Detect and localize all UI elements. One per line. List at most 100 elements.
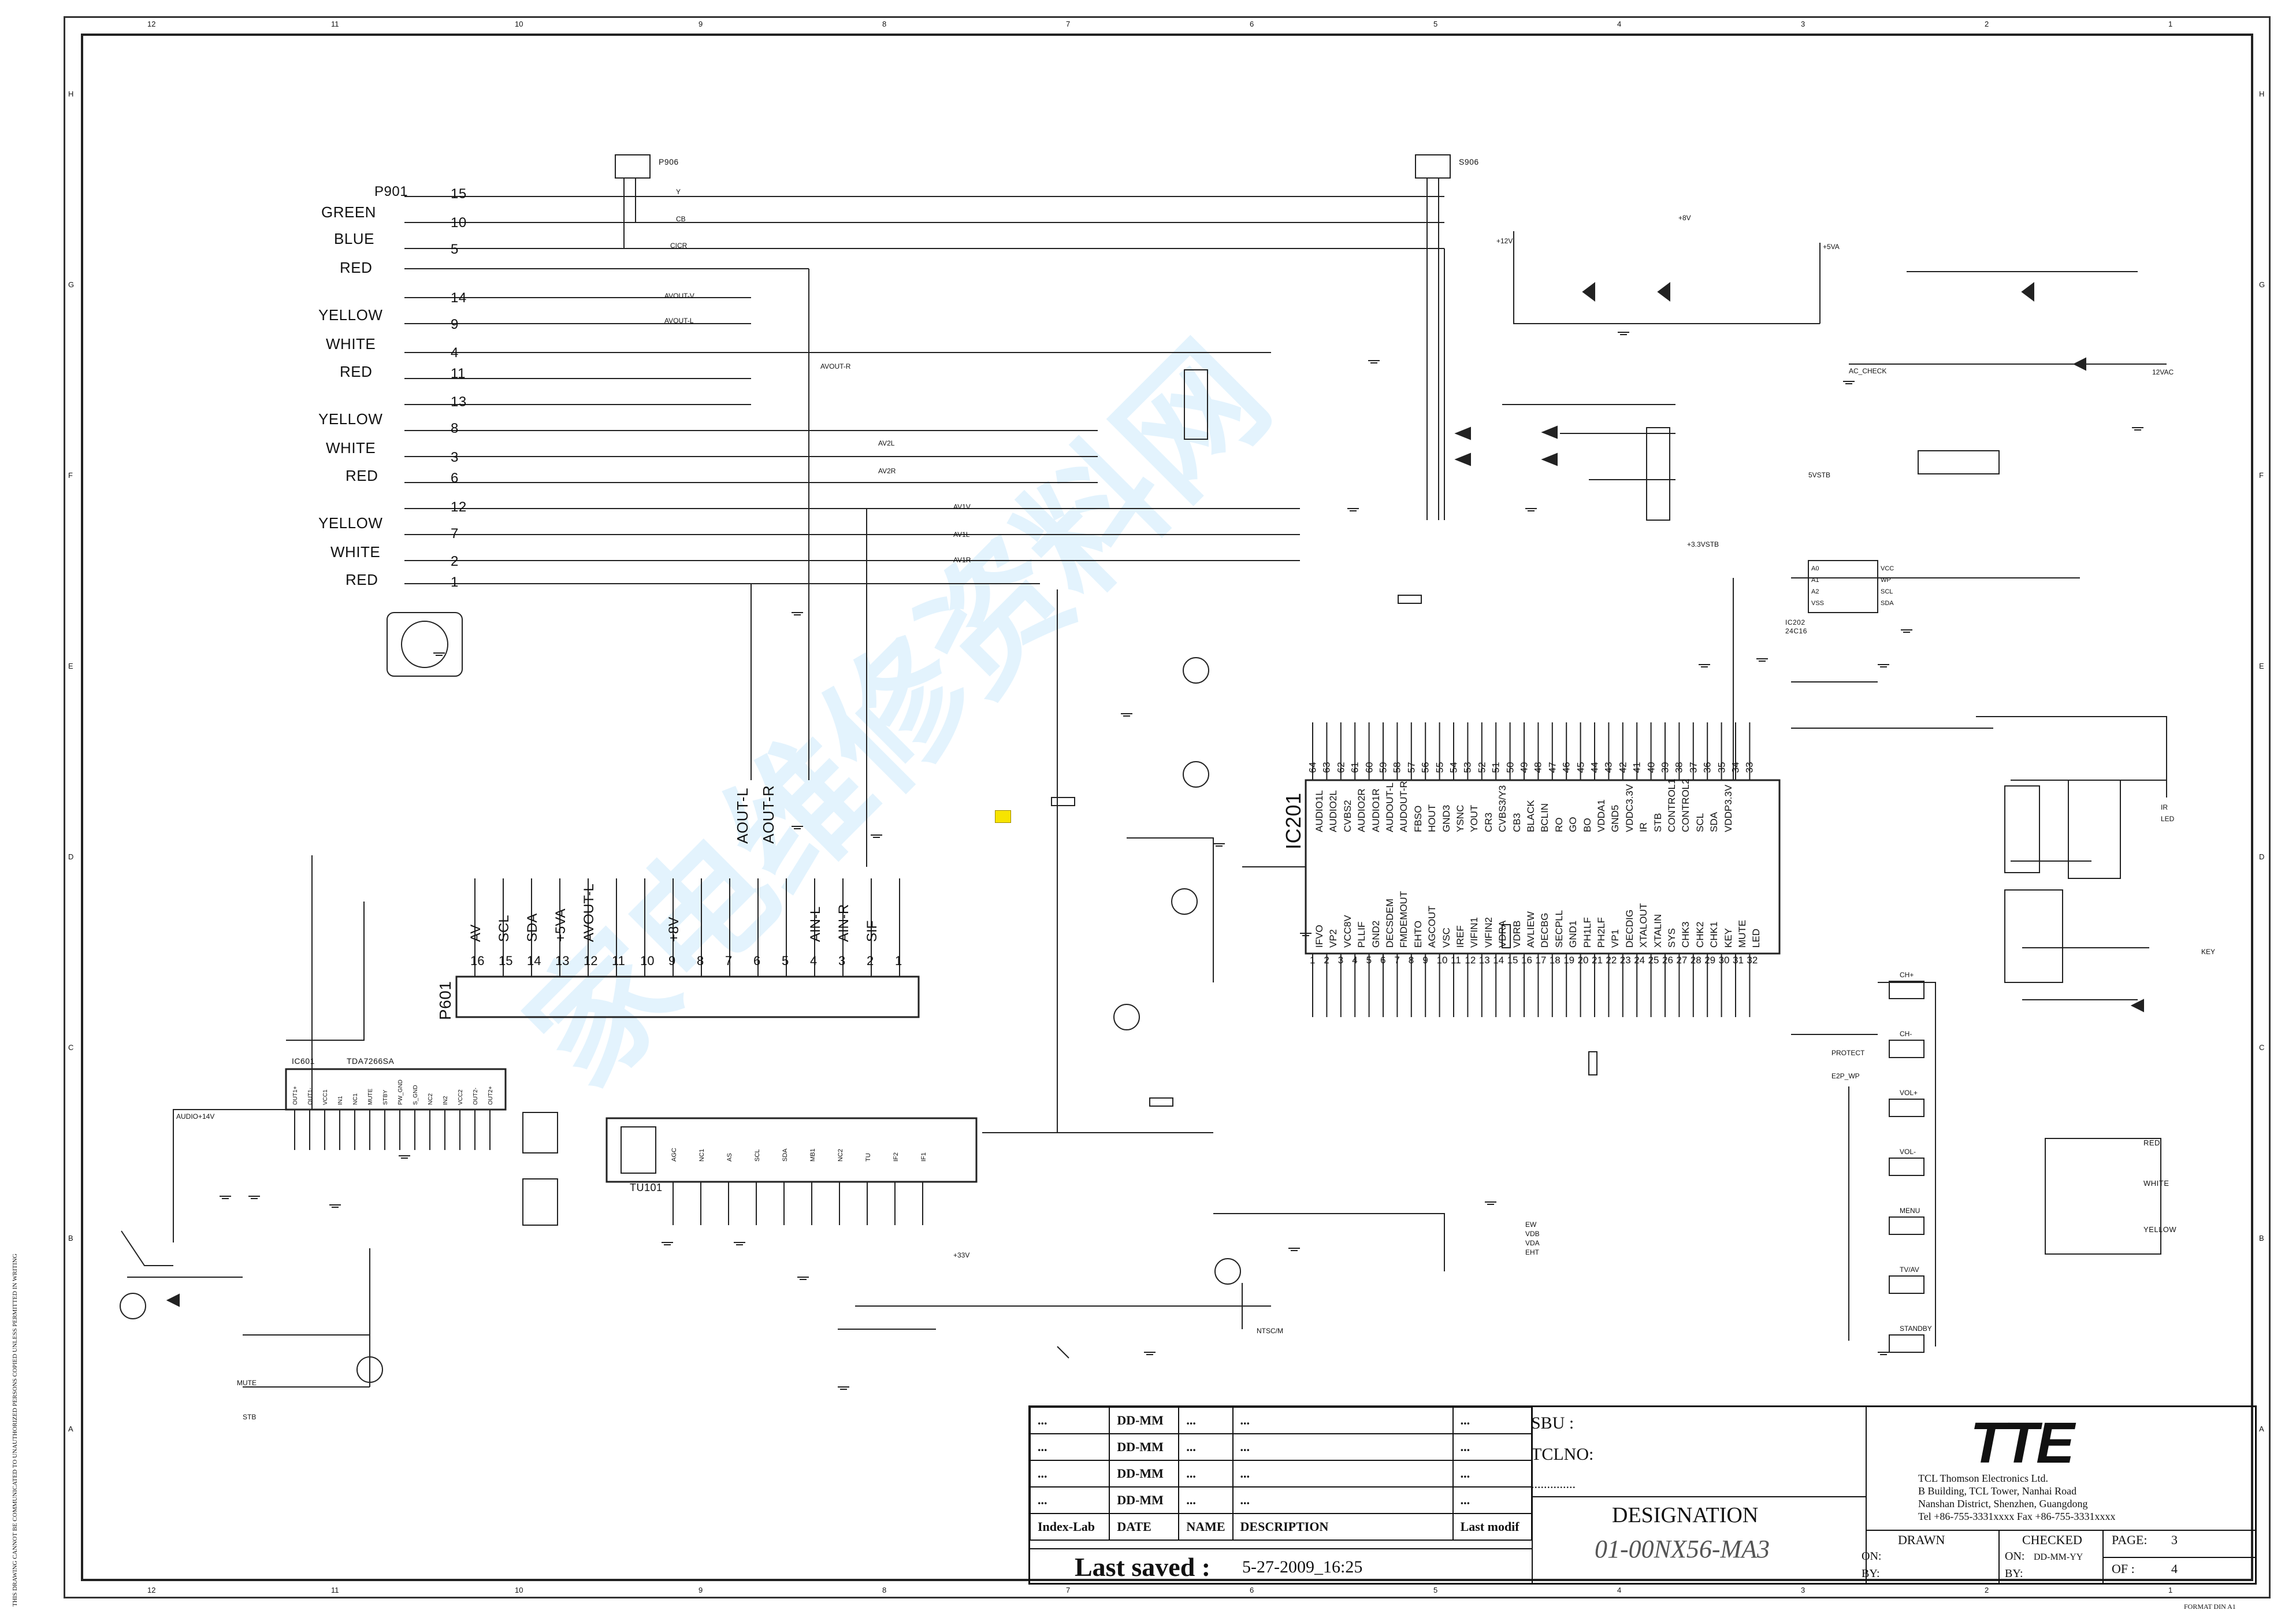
control-label: VDB [1525, 1230, 1540, 1238]
p601-pin-number: 8 [697, 954, 704, 968]
tuner-leads [673, 1182, 923, 1225]
ic201-bottom-leads [1312, 954, 1751, 1017]
key-label: VOL- [1900, 1148, 1916, 1156]
tclno-label: TCLNO: [1531, 1445, 1594, 1464]
control-label: MUTE [237, 1379, 257, 1387]
p901-pin: 4 [451, 345, 459, 361]
ic201-pin-number: 26 [1662, 955, 1673, 966]
rev-date: DD-MM [1109, 1460, 1180, 1488]
ic201-top-leads [1312, 722, 1751, 780]
control-label: IR [2161, 803, 2168, 811]
p601-pin-number: 12 [584, 954, 598, 968]
company-line: B Building, TCL Tower, Nanhai Road [1918, 1485, 2077, 1497]
ic201-pin-number: 29 [1704, 955, 1716, 966]
p901-label-red-3: RED [345, 467, 378, 484]
zone-col-bottom: 5 [1433, 1586, 1438, 1594]
control-label: +3.3VSTB [1687, 540, 1719, 548]
eeprom-pin-name: WP [1881, 577, 1891, 584]
control-label: +5VA [1823, 243, 1840, 251]
p901-pin: 3 [451, 450, 459, 465]
zone-col-bottom: 7 [1066, 1586, 1071, 1594]
p601-pin-number: 13 [555, 954, 570, 968]
of-value: 4 [2171, 1561, 2178, 1576]
control-label: AUDIO+14V [176, 1112, 215, 1121]
control-label: PROTECT [1831, 1049, 1865, 1057]
p901-ref: P901 [374, 184, 408, 199]
designation-value: 01-00NX56-MA3 [1595, 1535, 1770, 1563]
rev-name: ... [1178, 1407, 1234, 1434]
hdr-last: Last modif [1452, 1513, 1533, 1541]
format-label: FORMAT DIN A1 [2184, 1603, 2236, 1611]
drawn-label: DRAWN [1898, 1533, 1945, 1547]
ic201-pin-number: 2 [1324, 955, 1329, 966]
eeprom-pin-name: A2 [1811, 588, 1819, 595]
zone-col-bottom: 2 [1985, 1586, 1989, 1594]
control-label: LED [2161, 815, 2175, 823]
zone-row-right: D [2259, 852, 2265, 861]
zone-row-right: B [2259, 1234, 2264, 1242]
ic201-pin-number: 5 [1366, 955, 1372, 966]
control-label: +33V [953, 1251, 970, 1259]
p901-pin: 2 [451, 554, 459, 569]
tuner-ref: TU101 [630, 1182, 663, 1193]
ic201-pin-number: 18 [1549, 955, 1561, 966]
company-line: Nanshan District, Shenzhen, Guangdong [1918, 1498, 2088, 1509]
note-icon[interactable] [995, 810, 1011, 823]
tclno-dots: .............. [1531, 1477, 1576, 1491]
p601-pin-number: 14 [527, 954, 541, 968]
p901-label-yellow-2: YELLOW [318, 410, 383, 428]
ic201-pin-number: 12 [1465, 955, 1476, 966]
p901-pin: 10 [451, 215, 467, 231]
rev-idx: ... [1029, 1407, 1110, 1434]
hdr-idx: Index-Lab [1029, 1513, 1110, 1541]
control-label: KEY [2201, 948, 2216, 956]
ic201-pin-number: 14 [1493, 955, 1504, 966]
ic201-pin-number: 23 [1619, 955, 1631, 966]
rev-date: DD-MM [1109, 1433, 1180, 1461]
s906-ref: S906 [1459, 157, 1479, 166]
zone-row-right: C [2259, 1043, 2265, 1052]
p905-red: RED [2143, 1138, 2160, 1147]
ic201-pin-number: 4 [1352, 955, 1358, 966]
rev-desc: ... [1232, 1433, 1454, 1461]
rev-date: DD-MM [1109, 1486, 1180, 1514]
ic201-pin-number: 9 [1422, 955, 1428, 966]
ic201-pin-number: 25 [1648, 955, 1659, 966]
key-label: CH+ [1900, 971, 1914, 979]
ic201-pin-number: 8 [1408, 955, 1414, 966]
zone-col-top: 4 [1617, 20, 1622, 28]
key-label: MENU [1900, 1207, 1920, 1215]
revision-header: Index-Lab DATE NAME DESCRIPTION Last mod… [1029, 1513, 1533, 1541]
zone-row-left: E [68, 662, 73, 670]
signal-label: CICR [670, 242, 688, 250]
ic601-leads [294, 1110, 491, 1150]
p901-label-red-1: RED [340, 259, 373, 276]
designation-label: DESIGNATION [1612, 1503, 1759, 1527]
p901-label-white-2: WHITE [326, 439, 376, 457]
control-label: +8V [1678, 214, 1691, 222]
rev-name: ... [1178, 1460, 1234, 1488]
zone-col-bottom: 11 [331, 1586, 339, 1594]
p901-pin: 7 [451, 526, 459, 541]
ic201-pin-number: 13 [1478, 955, 1490, 966]
p901-label-yellow-1: YELLOW [318, 306, 383, 324]
rev-idx: ... [1029, 1433, 1110, 1461]
zone-row-left: C [68, 1043, 74, 1052]
zone-row-right: E [2259, 662, 2264, 670]
key-label: TV/AV [1900, 1266, 1919, 1274]
page-label: PAGE: [2112, 1533, 2148, 1547]
signal-label: AVOUT-R [820, 362, 851, 370]
eeprom-pin-name: A1 [1811, 577, 1819, 584]
zone-col-bottom: 3 [1801, 1586, 1805, 1594]
zone-col-top: 11 [331, 20, 339, 28]
zone-row-left: A [68, 1425, 73, 1433]
zone-col-bottom: 9 [699, 1586, 703, 1594]
rev-last: ... [1452, 1407, 1533, 1434]
checked-label: CHECKED [2022, 1533, 2082, 1547]
ic201-pin-number: 7 [1394, 955, 1400, 966]
p601-pin-number: 7 [725, 954, 733, 968]
key-label: CH- [1900, 1030, 1912, 1038]
p601-pin-number: 6 [753, 954, 761, 968]
ic601-ref: IC601 [292, 1056, 315, 1066]
